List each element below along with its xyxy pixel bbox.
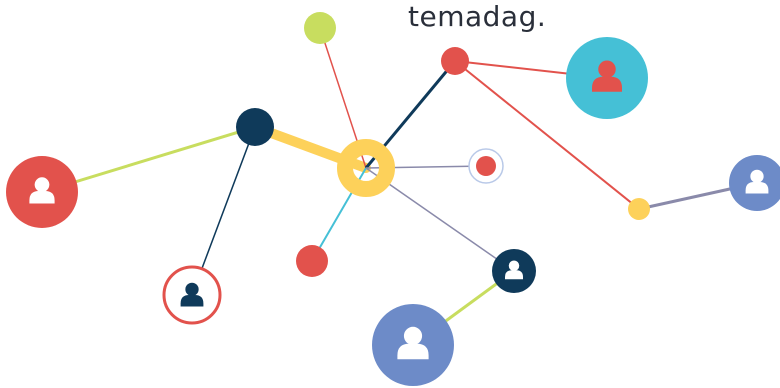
edge-red-top-to-yellow-small (454, 60, 640, 210)
edge-left-avatar-to-navy (41, 125, 256, 194)
edge-navy-to-ring-avatar (191, 126, 256, 296)
node-navy-left (236, 108, 274, 146)
node-yellow-small (628, 198, 650, 220)
node-ringed-red (468, 148, 504, 184)
ring-hub-icon (337, 139, 395, 197)
node-lime-top (304, 12, 336, 44)
avatar-navy-small (492, 249, 536, 293)
node-red-bottom (296, 245, 328, 277)
edges (41, 27, 758, 347)
caption-text: temadag. (408, 0, 547, 33)
edge-hub-to-navy-avatar (365, 167, 515, 272)
node-red-top (441, 47, 469, 75)
avatar-left-red (6, 156, 78, 228)
avatar-ringed-navy (162, 265, 222, 325)
avatar-periwinkle-right (729, 155, 780, 211)
avatar-teal (566, 37, 648, 119)
avatar-periwinkle-large (372, 304, 454, 386)
